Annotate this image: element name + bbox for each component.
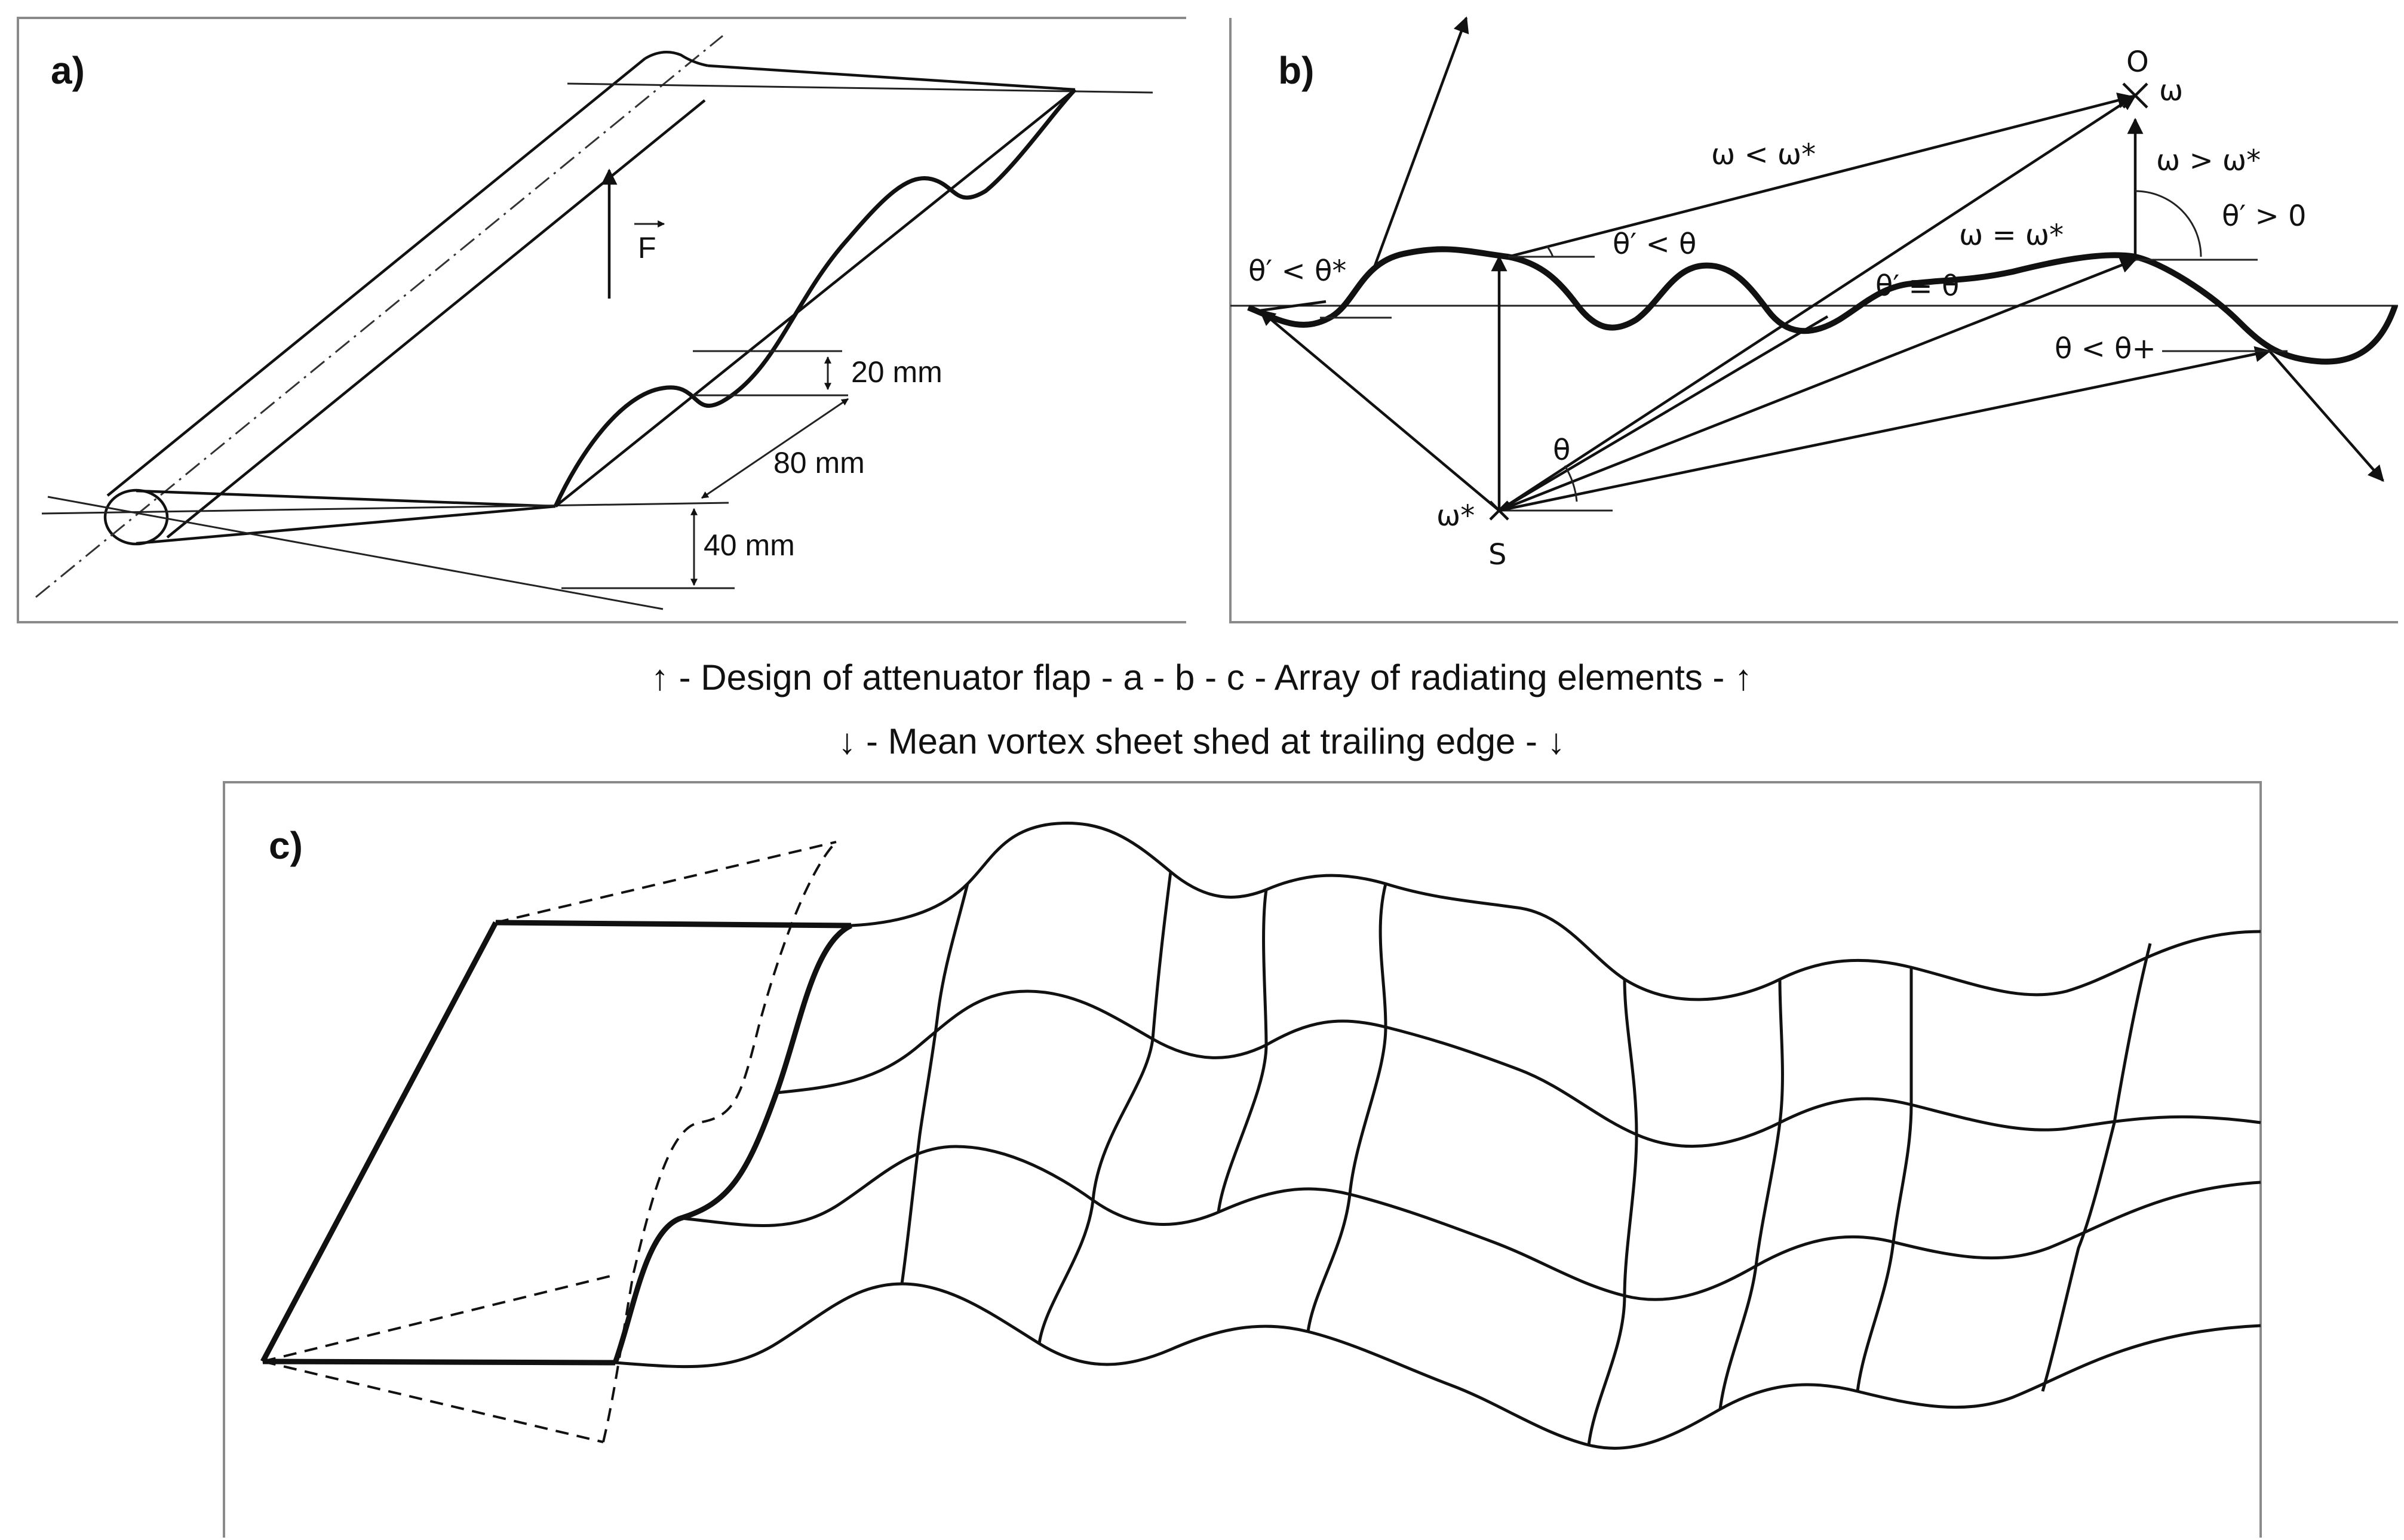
label-theta-prime-lt-theta: θ′ < θ [1613, 228, 1696, 261]
label-theta-prime-eq-theta: θ′ ≡ θ [1875, 269, 1959, 303]
svg-text:ω*: ω* [1436, 499, 1475, 533]
legend-line-2: ↓ - Mean vortex sheet shed at trailing e… [838, 721, 1565, 761]
svg-text:S: S [1488, 538, 1506, 571]
label-omega-lt-omega-star: ω < ω* [1711, 138, 1816, 171]
flap-plate [41, 64, 1153, 610]
svg-text:40 mm: 40 mm [704, 528, 795, 562]
observer-point: O ω [2122, 45, 2183, 109]
vortex-sheet-mesh [615, 822, 2261, 1450]
dimension-40mm: 40 mm [561, 508, 795, 589]
legend-line-1: ↑ - Design of attenuator flap - a - b - … [651, 657, 1752, 697]
serrated-trailing-edge [553, 88, 1077, 508]
panel-b-frame [1229, 18, 2398, 623]
label-theta-prime-gt-zero: θ′ > 0 [2222, 199, 2307, 233]
dimension-80mm: 80 mm [701, 398, 865, 499]
panel-b: b) S ω* O ω [1229, 16, 2398, 623]
svg-text:ω: ω [2159, 74, 2183, 107]
label-theta-prime-lt-theta-star: θ′ < θ* [1248, 254, 1346, 288]
force-label: F [638, 231, 656, 265]
label-omega-gt-omega-star: ω > ω* [2156, 144, 2261, 177]
panel-a-frame [17, 17, 1186, 623]
label-theta: θ [1553, 434, 1570, 467]
panel-b-label: b) [1278, 49, 1314, 92]
flap-outline [260, 920, 853, 1366]
dimension-20mm: 20 mm [693, 350, 942, 396]
panel-a: a) F 20 mm [17, 17, 1186, 623]
panel-c-label: c) [269, 824, 303, 867]
svg-text:20 mm: 20 mm [851, 355, 942, 389]
label-theta-lt-theta-plus: θ < θ+ [2055, 332, 2156, 365]
svg-text:80 mm: 80 mm [773, 446, 865, 479]
panel-c-frame [223, 781, 2262, 1538]
rough-surface [1247, 246, 2398, 365]
angle-markers [1320, 190, 2288, 502]
panel-c: c) [223, 781, 2262, 1538]
label-omega-eq-omega-star: ω = ω* [1959, 219, 2064, 252]
source-point: S ω* [1436, 499, 1613, 571]
svg-text:O: O [2126, 45, 2149, 79]
deflected-flap-dashed [262, 841, 837, 1443]
ray-paths [1258, 16, 2384, 512]
panel-a-label: a) [51, 49, 85, 92]
